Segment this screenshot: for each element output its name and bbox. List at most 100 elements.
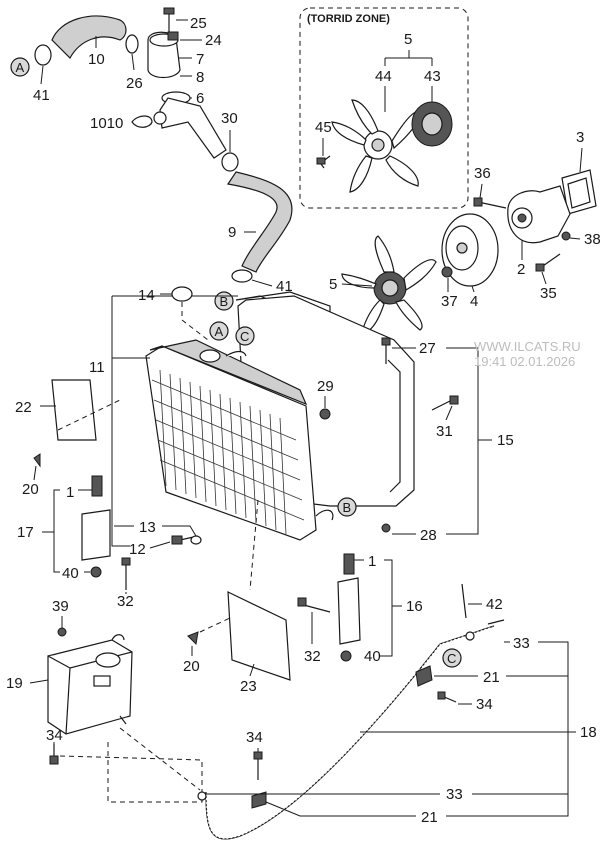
label-part-40-left: 40 [62, 565, 79, 582]
label-part-31: 31 [436, 423, 453, 440]
label-part-20-left: 20 [22, 481, 39, 498]
radiator-hose-9 [226, 171, 293, 273]
coolant-reservoir-19 [47, 627, 133, 765]
label-part-21-right: 21 [483, 669, 500, 686]
label-part-32-left: 32 [117, 593, 134, 610]
label-part-17: 17 [17, 524, 34, 541]
label-part-41-mid: 41 [276, 278, 293, 295]
air-guard-22 [51, 379, 97, 441]
label-part-1-right: 1 [368, 553, 376, 570]
radiator-labels: 11 14 A 13 12 [89, 286, 238, 558]
air-guard-23 [227, 591, 291, 681]
label-part-12: 12 [129, 541, 146, 558]
label-part-39: 39 [52, 598, 69, 615]
overflow-hose-labels: C 42 33 21 34 18 34 33 21 [206, 596, 597, 826]
label-part-20-bottom: 20 [183, 658, 200, 675]
label-part-5: 5 [329, 276, 337, 293]
water-outlet-pipe [159, 97, 227, 159]
upper-hose-assembly [34, 7, 293, 283]
label-part-32-right: 32 [304, 648, 321, 665]
left-bracket-labels: 22 20 1 17 40 32 [15, 399, 134, 610]
label-part-35: 35 [540, 285, 557, 302]
label-part-1010: 1010 [90, 115, 123, 132]
callout-a-mid [209, 321, 229, 341]
left-brackets [33, 379, 131, 590]
callout-c-bottom [442, 648, 462, 668]
svg-text:B: B [343, 500, 352, 515]
label-part-6: 6 [196, 90, 204, 107]
label-part-19: 19 [6, 675, 23, 692]
label-part-40-right: 40 [364, 648, 381, 665]
label-part-24: 24 [205, 32, 222, 49]
label-part-21-bottom: 21 [421, 809, 438, 826]
right-mount [297, 553, 361, 662]
label-part-2: 2 [517, 261, 525, 278]
label-part-34-left: 34 [46, 727, 63, 744]
label-part-34-mid: 34 [246, 729, 263, 746]
watermark-stamp: 19:41 02.01.2026 [474, 354, 575, 369]
hose-clamp-41 [34, 44, 52, 66]
torrid-zone-title: (TORRID ZONE) [307, 13, 390, 25]
upper-hose-10 [51, 15, 127, 59]
water-pump-2 [507, 185, 571, 244]
callout-b-bottom [337, 497, 357, 517]
label-part-30: 30 [221, 110, 238, 127]
fan-shroud-labels: 27 31 15 28 29 B C B [214, 291, 514, 544]
label-part-13: 13 [139, 519, 156, 536]
radiator-11 [145, 339, 334, 545]
torrid-fan-blades [331, 99, 425, 193]
bracket-17 [81, 509, 111, 561]
label-part-3: 3 [576, 129, 584, 146]
watermark-site: WWW.ILCATS.RU [474, 339, 581, 354]
svg-text:A: A [16, 60, 25, 75]
label-part-38: 38 [584, 231, 601, 248]
svg-text:B: B [220, 294, 229, 309]
water-pump-labels: 3 36 38 2 35 37 4 5 [329, 129, 601, 310]
label-part-34-right: 34 [476, 696, 493, 713]
upper-hose-labels: A 41 10 26 25 24 7 8 6 1010 30 9 41 [10, 15, 293, 295]
cooling-fan-5 [341, 235, 437, 333]
label-part-33-bottom: 33 [446, 786, 463, 803]
label-part-43: 43 [424, 68, 441, 85]
radiator-core [151, 369, 305, 535]
label-part-41-top: 41 [33, 87, 50, 104]
label-part-15: 15 [497, 432, 514, 449]
label-part-10: 10 [88, 51, 105, 68]
svg-text:C: C [447, 651, 456, 666]
label-part-22: 22 [15, 399, 32, 416]
label-part-42: 42 [486, 596, 503, 613]
label-part-33-right: 33 [513, 635, 530, 652]
torrid-fan-coupling [411, 101, 453, 147]
label-part-5-torrid: 5 [404, 31, 412, 48]
label-part-18: 18 [580, 724, 597, 741]
label-part-11: 11 [89, 359, 105, 376]
label-part-26: 26 [126, 75, 143, 92]
label-part-44: 44 [375, 68, 392, 85]
right-mount-labels: 1 16 40 32 [304, 553, 423, 665]
callout-c-top [235, 326, 255, 346]
label-part-7: 7 [196, 51, 204, 68]
radiator-cap-14 [171, 286, 193, 302]
label-part-37: 37 [441, 293, 458, 310]
label-part-25: 25 [190, 15, 207, 32]
label-part-36: 36 [474, 165, 491, 182]
label-part-45: 45 [315, 119, 332, 136]
svg-text:C: C [240, 329, 249, 344]
label-part-23: 23 [240, 678, 257, 695]
label-part-1-left: 1 [66, 484, 74, 501]
label-part-27: 27 [419, 340, 436, 357]
label-part-29: 29 [317, 378, 334, 395]
overflow-hose-18 [197, 583, 505, 840]
callout-a-top [10, 57, 30, 77]
label-part-9: 9 [228, 224, 236, 241]
torrid-zone-inset: (TORRID ZONE) 5 44 43 45 [299, 7, 469, 209]
label-part-8: 8 [196, 69, 204, 86]
svg-text:A: A [215, 324, 224, 339]
lower-guard [187, 499, 291, 681]
label-part-4: 4 [470, 293, 478, 310]
label-part-16: 16 [406, 598, 423, 615]
water-pump-assembly [341, 169, 597, 333]
label-part-28: 28 [420, 527, 437, 544]
bracket-16 [337, 577, 361, 645]
